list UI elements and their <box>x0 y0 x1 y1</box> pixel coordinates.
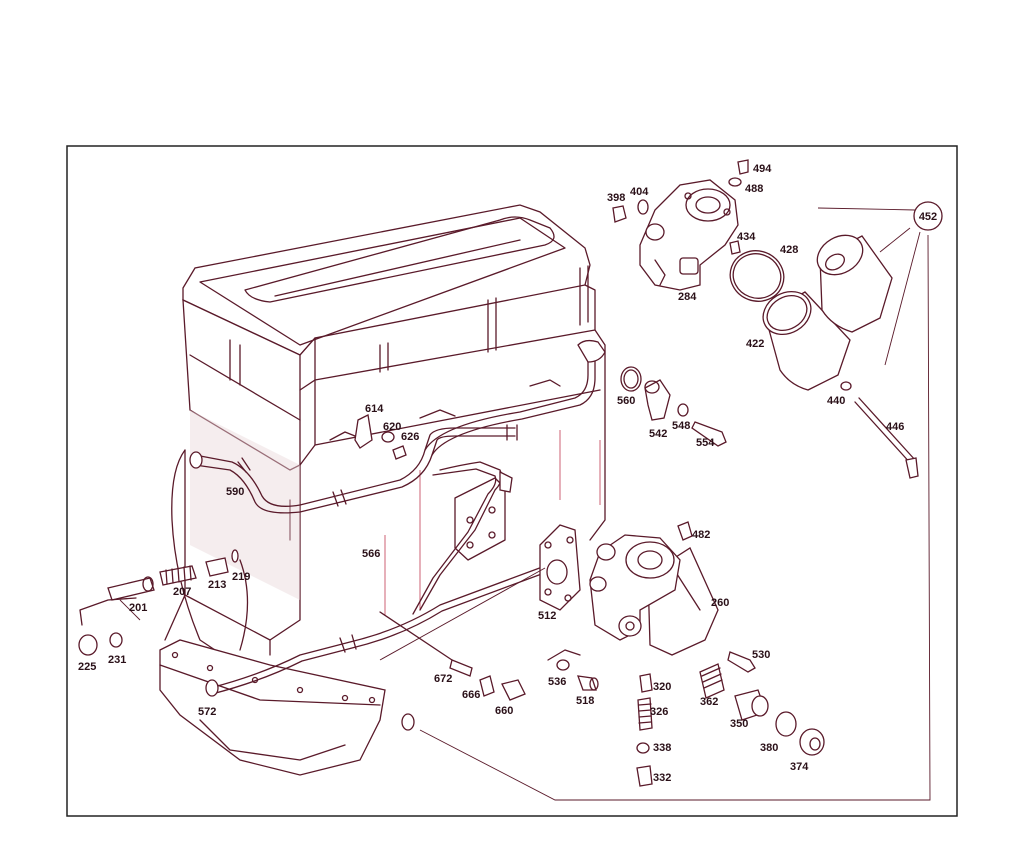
label-207: 207 <box>173 586 191 598</box>
label-542: 542 <box>649 428 667 440</box>
bracket-parts <box>354 414 407 460</box>
label-201: 201 <box>129 602 147 614</box>
label-422: 422 <box>746 338 764 350</box>
label-213: 213 <box>208 579 226 591</box>
label-666: 666 <box>462 689 480 701</box>
label-590: 590 <box>226 486 244 498</box>
label-672: 672 <box>434 673 452 685</box>
filter-housing-upper <box>612 159 749 291</box>
label-404: 404 <box>630 186 649 198</box>
label-440: 440 <box>827 395 845 407</box>
label-326: 326 <box>650 706 668 718</box>
label-626: 626 <box>401 431 419 443</box>
label-482: 482 <box>692 529 710 541</box>
label-332: 332 <box>653 772 671 784</box>
label-320: 320 <box>653 681 671 693</box>
label-660: 660 <box>495 705 513 717</box>
o-ring-572 <box>401 713 415 731</box>
label-488: 488 <box>745 183 763 195</box>
filter-housing-lower <box>539 521 756 673</box>
fastener-parts <box>379 611 599 701</box>
label-560: 560 <box>617 395 635 407</box>
label-494: 494 <box>753 163 772 175</box>
label-566: 566 <box>362 548 380 560</box>
label-446: 446 <box>886 421 904 433</box>
label-428: 428 <box>780 244 798 256</box>
engine-block <box>159 204 606 776</box>
label-374: 374 <box>790 761 809 773</box>
diagram-frame <box>66 145 958 817</box>
label-572: 572 <box>198 706 216 718</box>
label-260: 260 <box>711 597 729 609</box>
label-554: 554 <box>696 437 715 449</box>
label-620: 620 <box>383 421 401 433</box>
label-225: 225 <box>78 661 96 673</box>
filter-cartridges <box>729 234 919 479</box>
label-548: 548 <box>672 420 690 432</box>
label-380: 380 <box>760 742 778 754</box>
label-231: 231 <box>108 654 126 666</box>
label-338: 338 <box>653 742 671 754</box>
part-number-labels: 494 488 398 404 434 428 284 422 440 446 … <box>78 163 904 784</box>
label-518: 518 <box>576 695 594 707</box>
label-434: 434 <box>737 231 756 243</box>
label-362: 362 <box>700 696 718 708</box>
callout-452-circle <box>913 201 943 231</box>
callout-452-label: 452 <box>919 211 937 223</box>
label-398: 398 <box>607 192 625 204</box>
label-536: 536 <box>548 676 566 688</box>
leader-lines <box>119 567 546 661</box>
label-614: 614 <box>365 403 384 415</box>
label-219: 219 <box>232 571 250 583</box>
callout-452: 452 <box>419 201 943 801</box>
small-parts-right <box>620 366 727 447</box>
label-350: 350 <box>730 718 748 730</box>
label-530: 530 <box>752 649 770 661</box>
pressure-valve-parts <box>78 549 239 656</box>
label-284: 284 <box>678 291 697 303</box>
label-512: 512 <box>538 610 556 622</box>
relief-valve-parts <box>636 663 825 787</box>
